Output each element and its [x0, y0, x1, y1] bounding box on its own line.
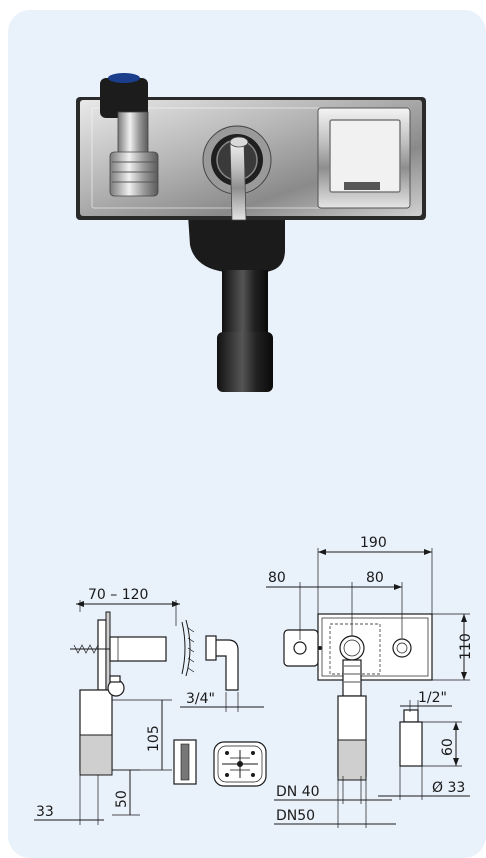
connector-plate-detail [213, 741, 267, 787]
front-view [266, 548, 470, 828]
angle-valve-photo [100, 73, 159, 197]
dim-80-right: 80 [366, 570, 384, 586]
dim-70-120: 70 – 120 [88, 587, 148, 603]
outlet-photo [202, 125, 272, 221]
inspection-cover-photo [317, 107, 411, 209]
dim-110: 110 [458, 633, 474, 660]
dim-3-4-inch: 3/4" [186, 691, 215, 707]
dim-33: 33 [36, 804, 54, 820]
dim-190: 190 [360, 535, 387, 551]
valve-detail [378, 700, 470, 800]
dim-50: 50 [114, 790, 130, 808]
dim-60: 60 [440, 738, 456, 756]
spacer-block [173, 739, 197, 785]
side-view [34, 600, 264, 825]
dim-105: 105 [146, 725, 162, 752]
dim-diameter-33: Ø 33 [432, 780, 465, 796]
dim-dn40: DN 40 [276, 784, 320, 800]
dim-dn50: DN50 [276, 808, 315, 824]
drain-pipe-photo [188, 215, 285, 392]
dim-80-left: 80 [268, 570, 286, 586]
dim-1-2-inch: 1/2" [418, 690, 447, 706]
